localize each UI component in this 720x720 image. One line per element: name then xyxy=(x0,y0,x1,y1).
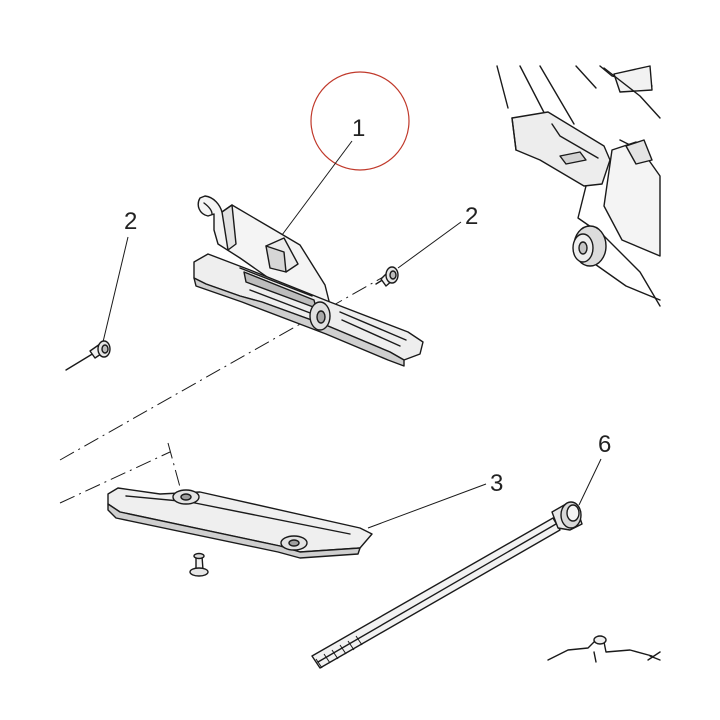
bolt-left xyxy=(65,340,111,371)
callout-2-left: 2 xyxy=(124,208,137,235)
axis-line-lower xyxy=(59,451,171,504)
leader-3 xyxy=(367,483,487,529)
bolt-bottom xyxy=(189,552,209,577)
leader-2-right xyxy=(397,221,462,269)
frame-context-bottom-right xyxy=(547,635,661,663)
callout-2-right: 2 xyxy=(465,203,478,230)
callout-1: 1 xyxy=(352,115,365,142)
leader-lines xyxy=(102,140,602,529)
axis-line-vertical xyxy=(167,442,181,488)
leader-6 xyxy=(578,458,602,506)
slider-rail-part-3 xyxy=(107,487,373,559)
bracket-assembly-part-1 xyxy=(193,195,424,367)
frame-context-top-right xyxy=(496,65,661,307)
leader-1 xyxy=(281,140,353,236)
bolt-right xyxy=(375,266,399,287)
callout-6: 6 xyxy=(598,431,611,458)
rod-part-6 xyxy=(311,501,583,669)
leader-2-left xyxy=(102,236,129,343)
highlight-circle xyxy=(310,71,410,171)
axis-line-upper xyxy=(59,275,386,461)
callout-3: 3 xyxy=(490,470,503,497)
